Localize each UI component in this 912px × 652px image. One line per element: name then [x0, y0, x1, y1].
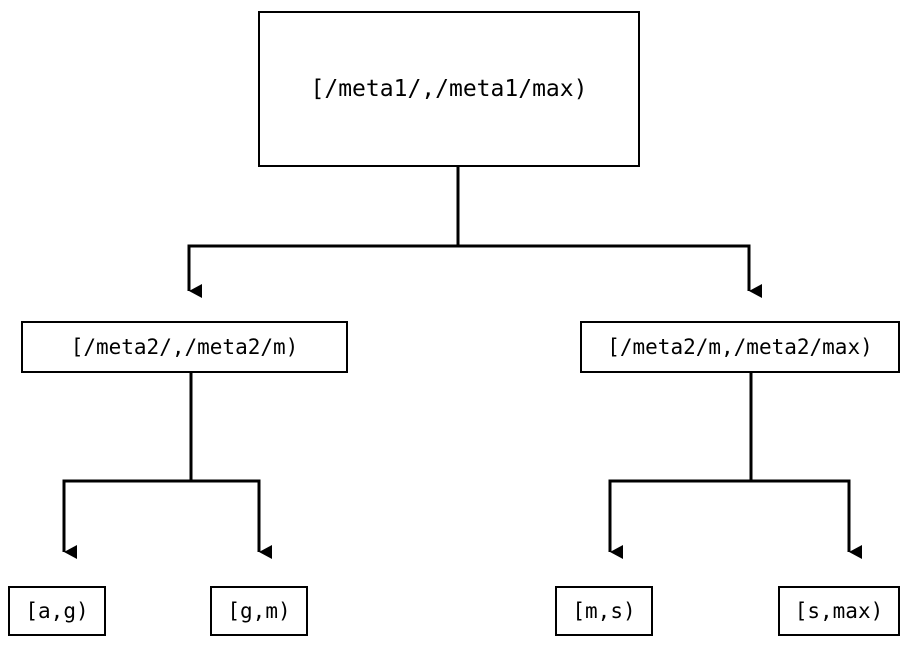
tree-node-leaf-smax[interactable]: [s,max)	[778, 586, 900, 636]
edge-meta2-high-to-leaf-smax	[749, 373, 862, 559]
tree-node-meta2-high[interactable]: [/meta2/m,/meta2/max)	[580, 321, 900, 373]
tree-node-leaf-ag-label: [a,g)	[25, 598, 89, 623]
tree-node-meta2-low-label: [/meta2/,/meta2/m)	[70, 334, 299, 359]
tree-node-leaf-ag[interactable]: [a,g)	[8, 586, 106, 636]
edge-root-to-meta2-low	[187, 167, 460, 298]
tree-node-leaf-smax-label: [s,max)	[794, 598, 884, 623]
edge-meta2-low-to-leaf-ag	[62, 373, 193, 559]
edge-meta2-high-to-leaf-ms	[608, 373, 753, 559]
tree-node-meta2-high-label: [/meta2/m,/meta2/max)	[607, 334, 873, 359]
tree-node-leaf-gm-label: [g,m)	[227, 598, 291, 623]
tree-node-leaf-ms-label: [m,s)	[572, 598, 636, 623]
tree-node-leaf-ms[interactable]: [m,s)	[555, 586, 653, 636]
edge-meta2-low-to-leaf-gm	[189, 373, 272, 559]
tree-node-meta2-low[interactable]: [/meta2/,/meta2/m)	[21, 321, 348, 373]
tree-node-root-label: [/meta1/,/meta1/max)	[310, 75, 588, 102]
tree-node-leaf-gm[interactable]: [g,m)	[210, 586, 308, 636]
edge-root-to-meta2-high	[456, 167, 762, 298]
tree-node-root[interactable]: [/meta1/,/meta1/max)	[258, 11, 640, 167]
